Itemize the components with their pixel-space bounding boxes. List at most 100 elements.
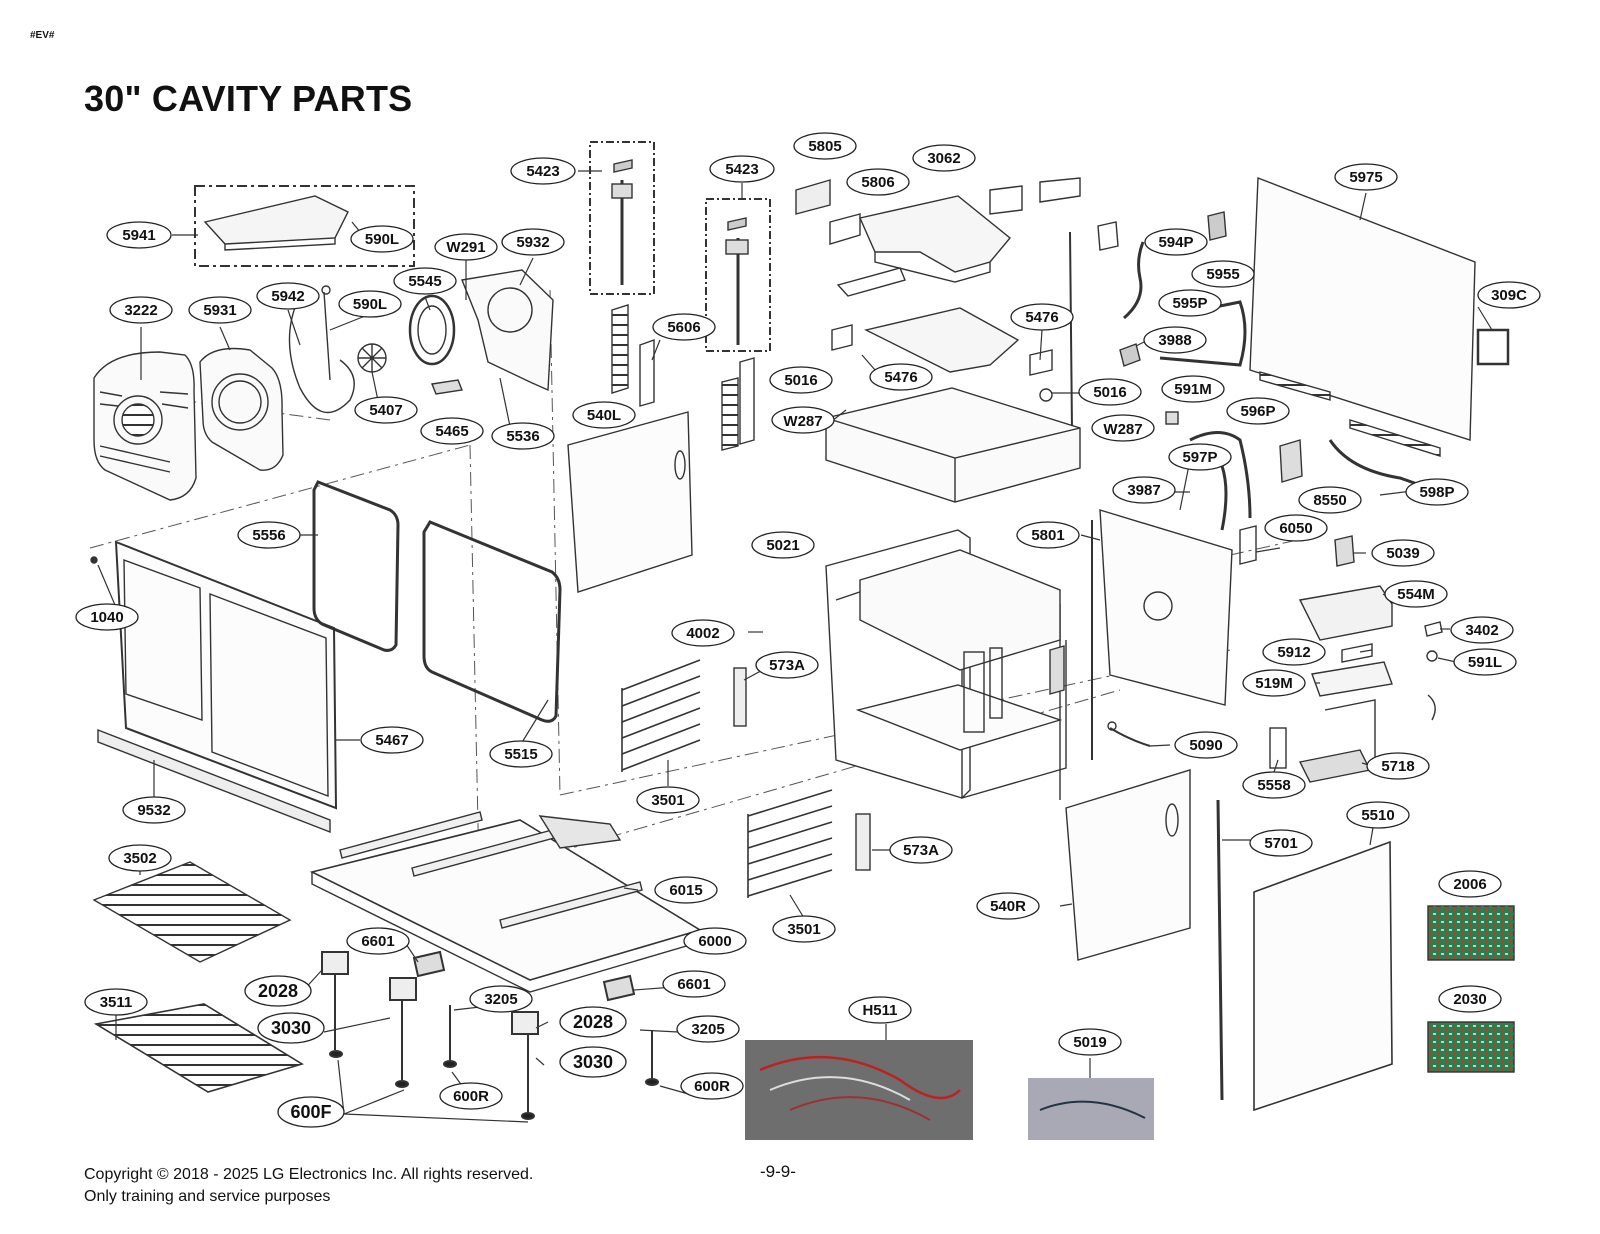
svg-text:554M: 554M xyxy=(1397,586,1435,603)
svg-text:3501: 3501 xyxy=(787,921,820,938)
svg-text:591M: 591M xyxy=(1174,381,1212,398)
svg-text:5806: 5806 xyxy=(861,174,894,191)
callout-5806: 5806 xyxy=(846,168,910,196)
callout-6601-a: 6601 xyxy=(346,927,410,955)
callout-3987: 3987 xyxy=(1112,476,1176,504)
callout-573A-a: 573A xyxy=(755,651,819,679)
svg-text:5423: 5423 xyxy=(526,163,559,180)
callout-3222: 3222 xyxy=(109,296,173,324)
callout-3062: 3062 xyxy=(912,144,976,172)
svg-text:3030: 3030 xyxy=(573,1052,613,1072)
svg-text:5912: 5912 xyxy=(1277,644,1310,661)
svg-text:5021: 5021 xyxy=(766,537,799,554)
svg-text:5558: 5558 xyxy=(1257,777,1290,794)
svg-text:590L: 590L xyxy=(353,296,387,313)
callout-595P: 595P xyxy=(1158,289,1222,317)
svg-text:573A: 573A xyxy=(903,842,939,859)
callout-3205-b: 3205 xyxy=(676,1015,740,1043)
wire-harness-photo xyxy=(745,1040,973,1140)
callout-598P: 598P xyxy=(1405,478,1469,506)
svg-text:5942: 5942 xyxy=(271,288,304,305)
callout-W287-a: W287 xyxy=(771,406,835,434)
svg-text:309C: 309C xyxy=(1491,287,1527,304)
svg-text:3222: 3222 xyxy=(124,302,157,319)
svg-text:5955: 5955 xyxy=(1206,266,1239,283)
callout-3205-a: 3205 xyxy=(469,985,533,1013)
callout-3402: 3402 xyxy=(1450,616,1514,644)
svg-text:5801: 5801 xyxy=(1031,527,1064,544)
svg-text:3205: 3205 xyxy=(484,991,517,1008)
callout-5019: 5019 xyxy=(1058,1028,1122,1056)
svg-text:5465: 5465 xyxy=(435,423,468,440)
fan-cover-kit-box xyxy=(194,185,415,267)
callout-5510: 5510 xyxy=(1346,801,1410,829)
callout-5606: 5606 xyxy=(652,313,716,341)
callout-5975: 5975 xyxy=(1334,163,1398,191)
callout-W287-b: W287 xyxy=(1091,414,1155,442)
callout-591M: 591M xyxy=(1161,375,1225,403)
callout-5423-b: 5423 xyxy=(709,155,775,183)
callout-4002: 4002 xyxy=(671,619,735,647)
svg-text:5476: 5476 xyxy=(884,369,917,386)
page-number: -9-9- xyxy=(760,1162,796,1181)
svg-text:6015: 6015 xyxy=(669,882,702,899)
svg-text:5467: 5467 xyxy=(375,732,408,749)
page-title: 30" CAVITY PARTS xyxy=(84,78,413,119)
svg-text:5016: 5016 xyxy=(1093,384,1126,401)
svg-text:5016: 5016 xyxy=(784,372,817,389)
callout-2028-b: 2028 xyxy=(559,1006,627,1038)
svg-text:3205: 3205 xyxy=(691,1021,724,1038)
svg-text:5510: 5510 xyxy=(1361,807,1394,824)
callout-5016-b: 5016 xyxy=(1078,378,1142,406)
svg-text:5718: 5718 xyxy=(1381,758,1414,775)
callout-5476-a: 5476 xyxy=(1010,303,1074,331)
svg-text:6601: 6601 xyxy=(677,976,710,993)
callout-554M: 554M xyxy=(1384,580,1448,608)
callout-590L-b: 590L xyxy=(338,290,402,318)
svg-text:5019: 5019 xyxy=(1073,1034,1106,1051)
svg-text:5423: 5423 xyxy=(725,161,758,178)
callout-5016-a: 5016 xyxy=(769,366,833,394)
svg-text:596P: 596P xyxy=(1240,403,1275,420)
callout-5476-b: 5476 xyxy=(869,363,933,391)
callout-573A-b: 573A xyxy=(889,836,953,864)
svg-text:W287: W287 xyxy=(1103,421,1142,438)
callout-8550: 8550 xyxy=(1298,486,1362,514)
callout-5805: 5805 xyxy=(793,132,857,160)
svg-text:540L: 540L xyxy=(587,407,621,424)
callout-540L: 540L xyxy=(572,401,636,429)
svg-text:5545: 5545 xyxy=(408,273,441,290)
svg-text:2028: 2028 xyxy=(258,981,298,1001)
svg-text:3030: 3030 xyxy=(271,1018,311,1038)
callout-5407: 5407 xyxy=(354,396,418,424)
svg-text:3987: 3987 xyxy=(1127,482,1160,499)
callout-2006: 2006 xyxy=(1438,870,1502,898)
callout-591L: 591L xyxy=(1453,648,1517,676)
callout-597P: 597P xyxy=(1168,443,1232,471)
svg-text:5039: 5039 xyxy=(1386,545,1419,562)
callout-6050: 6050 xyxy=(1264,514,1328,542)
callout-5467: 5467 xyxy=(360,726,424,754)
svg-text:2030: 2030 xyxy=(1453,991,1486,1008)
wire-photo-5019 xyxy=(1028,1078,1154,1140)
callout-2030: 2030 xyxy=(1438,985,1502,1013)
callout-W291: W291 xyxy=(434,233,498,261)
callout-5515: 5515 xyxy=(489,740,553,768)
callout-5545: 5545 xyxy=(393,267,457,295)
callout-519M: 519M xyxy=(1242,669,1306,697)
callout-3502: 3502 xyxy=(108,844,172,872)
svg-text:519M: 519M xyxy=(1255,675,1293,692)
callout-5465: 5465 xyxy=(420,417,484,445)
callout-5718: 5718 xyxy=(1366,752,1430,780)
callout-5931: 5931 xyxy=(188,296,252,324)
svg-text:5932: 5932 xyxy=(516,234,549,251)
callout-3988: 3988 xyxy=(1143,326,1207,354)
svg-text:5931: 5931 xyxy=(203,302,236,319)
document-tag: #EV# xyxy=(30,30,55,41)
callout-5701: 5701 xyxy=(1249,829,1313,857)
callout-2028-a: 2028 xyxy=(244,975,312,1007)
svg-text:2028: 2028 xyxy=(573,1012,613,1032)
svg-text:3502: 3502 xyxy=(123,850,156,867)
usage-notice: Only training and service purposes xyxy=(84,1188,331,1205)
svg-text:1040: 1040 xyxy=(90,609,123,626)
